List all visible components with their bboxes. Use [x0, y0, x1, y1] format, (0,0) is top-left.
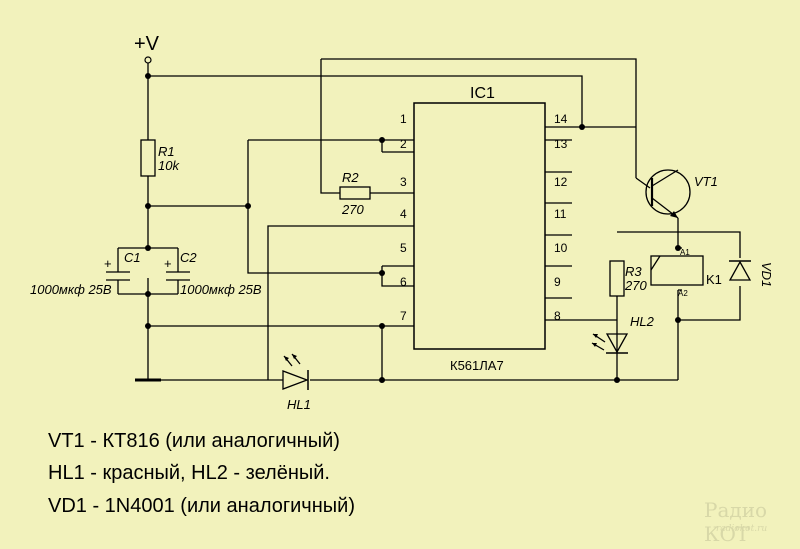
watermark-url: radiokot.ru	[716, 524, 768, 534]
vd1-diode	[728, 260, 752, 281]
ic-pin-7: 7	[400, 309, 407, 323]
r2-resistor	[339, 186, 371, 200]
vt1-ref: VT1	[694, 174, 718, 189]
supply-terminal	[144, 56, 152, 64]
r3-ref: R3	[625, 264, 642, 279]
vt1-transistor	[635, 169, 691, 219]
ic-ref: IC1	[470, 85, 495, 102]
ic-body	[413, 102, 546, 350]
hl1-led	[282, 353, 309, 390]
ic-pin-3: 3	[400, 175, 407, 189]
ic-pin-4: 4	[400, 207, 407, 221]
c1-ref: C1	[124, 250, 141, 265]
ic-pin-13: 13	[554, 137, 568, 151]
hl2-ref: HL2	[630, 314, 655, 329]
c1-value: 1000мкф 25В	[30, 282, 112, 297]
hl2-led	[591, 333, 629, 354]
c2-value: 1000мкф 25В	[180, 282, 262, 297]
ic-pin-1: 1	[400, 112, 407, 126]
k1-pin-a2: A2	[678, 289, 688, 298]
r3-resistor	[609, 260, 625, 297]
ic-pin-14: 14	[554, 112, 568, 126]
ic-right-pins: 14 13 12 11 10 9 8	[554, 112, 568, 323]
k1-ref: K1	[706, 272, 722, 287]
ic-pin-6: 6	[400, 275, 407, 289]
r1-resistor	[140, 139, 156, 177]
c1-plus: +	[104, 256, 112, 271]
k1-pin-a1: A1	[680, 248, 690, 257]
k1-relay-coil	[650, 255, 704, 286]
ic-part-number: К561ЛА7	[450, 358, 504, 373]
hl1-ref: HL1	[287, 397, 311, 412]
wire-supply-rail	[147, 58, 741, 381]
r1-ref: R1	[158, 144, 175, 159]
r2-value: 270	[341, 202, 364, 217]
c1-capacitor	[106, 247, 190, 295]
supply-label: +V	[134, 33, 160, 55]
ic-pin-10: 10	[554, 241, 568, 255]
ic-pin-11: 11	[554, 207, 567, 221]
r2-ref: R2	[342, 170, 359, 185]
watermark-logo: Радио КОТ	[704, 498, 768, 546]
ic-pin-2: 2	[400, 137, 407, 151]
ic-pin-9: 9	[554, 275, 561, 289]
ic-left-pins: 1 2 3 4 5 6 7	[400, 112, 407, 323]
r3-value: 270	[624, 278, 647, 293]
r1-value: 10k	[158, 158, 180, 173]
ic-pin-12: 12	[554, 175, 568, 189]
c2-plus: +	[164, 256, 172, 271]
junction-dots	[145, 73, 681, 383]
note-hl: HL1 - красный, HL2 - зелёный.	[48, 462, 330, 484]
note-vt1: VT1 - КТ816 (или аналогичный)	[48, 430, 340, 452]
note-vd1: VD1 - 1N4001 (или аналогичный)	[48, 495, 355, 517]
vd1-ref: VD1	[759, 262, 774, 287]
ic-pin-8: 8	[554, 309, 561, 323]
c2-ref: C2	[180, 250, 197, 265]
ic-pin-5: 5	[400, 241, 407, 255]
